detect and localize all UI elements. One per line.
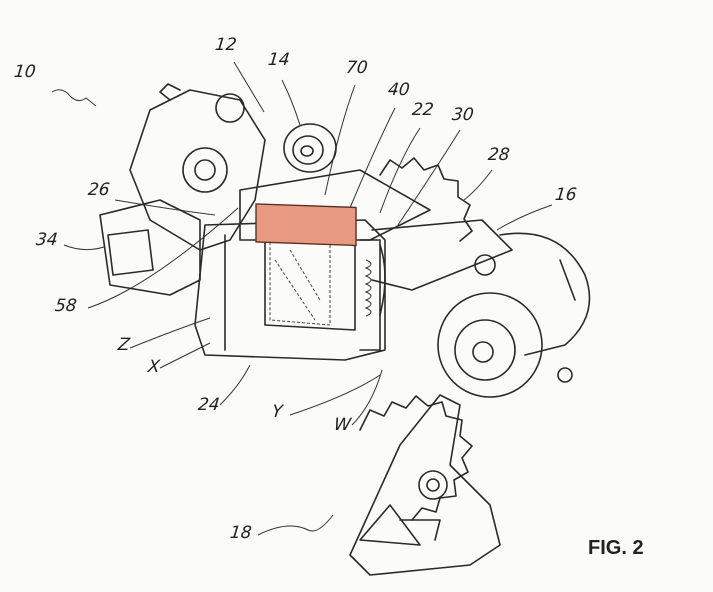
spring-coil	[364, 259, 372, 317]
derailleur-cage	[349, 394, 501, 576]
ref-label-18: 18	[228, 523, 253, 543]
motor-housing	[437, 232, 591, 398]
ref-label-28: 28	[486, 145, 511, 165]
ref-label-40: 40	[386, 80, 411, 100]
ref-label-12: 12	[213, 35, 238, 55]
ref-label-10: 10	[12, 62, 37, 82]
ref-label-x: X	[146, 357, 161, 377]
ref-label-24: 24	[196, 395, 221, 415]
ref-label-26: 26	[86, 180, 111, 200]
highlighted-component-70	[255, 203, 357, 247]
leader-lines	[51, 61, 553, 536]
ref-label-w: W	[332, 415, 352, 435]
ref-label-70: 70	[344, 58, 369, 78]
hidden-spring	[269, 239, 331, 326]
ref-label-y: Y	[270, 402, 284, 422]
ref-label-22: 22	[410, 100, 435, 120]
ref-label-14: 14	[266, 50, 291, 70]
cassette-cog	[359, 157, 473, 521]
ref-label-16: 16	[553, 185, 578, 205]
ref-label-58: 58	[53, 296, 78, 316]
adjust-wheel	[283, 123, 337, 173]
ref-label-30: 30	[450, 105, 475, 125]
ref-label-z: Z	[116, 335, 131, 355]
ref-label-34: 34	[34, 230, 59, 250]
figure-caption: FIG. 2	[588, 537, 644, 559]
